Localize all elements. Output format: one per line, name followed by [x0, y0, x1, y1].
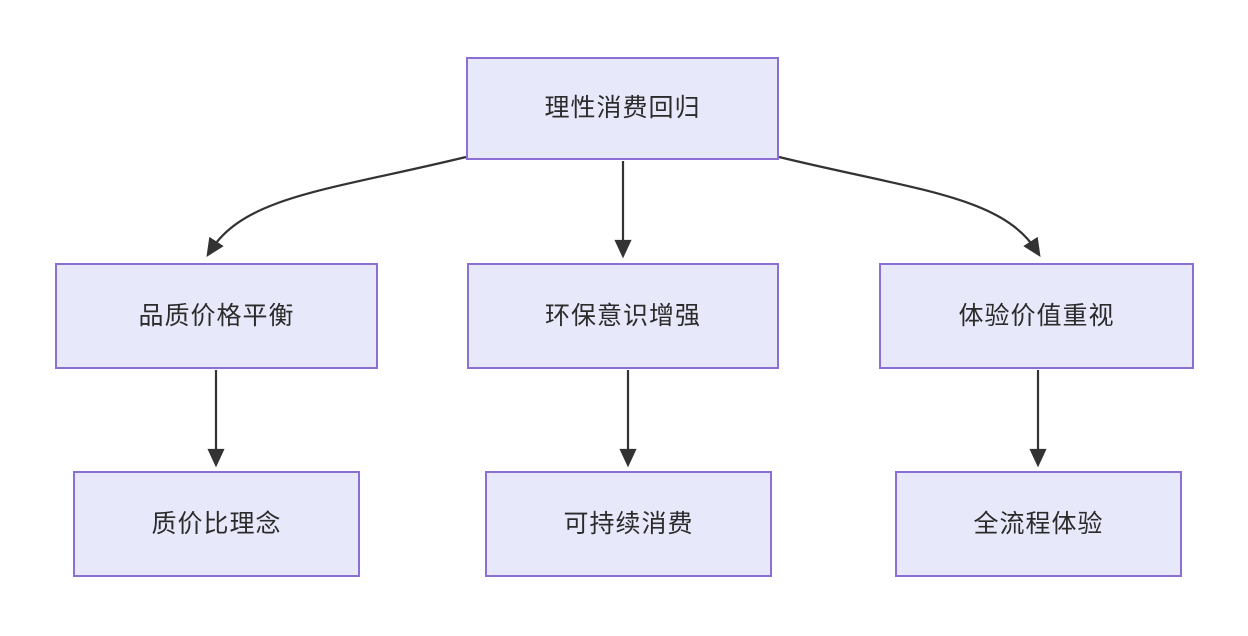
node-quality-price-ratio[interactable]: 质价比理念	[73, 471, 360, 577]
node-eco-awareness[interactable]: 环保意识增强	[467, 263, 779, 369]
node-root-label: 理性消费回归	[544, 94, 701, 122]
node-experience-value-label: 体验价值重视	[958, 301, 1115, 330]
node-root[interactable]: 理性消费回归	[466, 57, 779, 160]
node-quality-price-balance[interactable]: 品质价格平衡	[55, 263, 378, 369]
node-quality-price-ratio-label: 质价比理念	[151, 509, 282, 538]
node-full-process-experience[interactable]: 全流程体验	[895, 471, 1182, 577]
node-quality-price-balance-label: 品质价格平衡	[138, 301, 295, 330]
node-full-process-experience-label: 全流程体验	[973, 509, 1104, 538]
node-sustainable-consumption-label: 可持续消费	[563, 509, 694, 538]
node-sustainable-consumption[interactable]: 可持续消费	[485, 471, 772, 577]
node-experience-value[interactable]: 体验价值重视	[879, 263, 1194, 369]
edge-root-to-exp	[778, 155, 1041, 258]
node-eco-awareness-label: 环保意识增强	[544, 301, 701, 330]
edge-root-to-quality	[206, 155, 467, 258]
